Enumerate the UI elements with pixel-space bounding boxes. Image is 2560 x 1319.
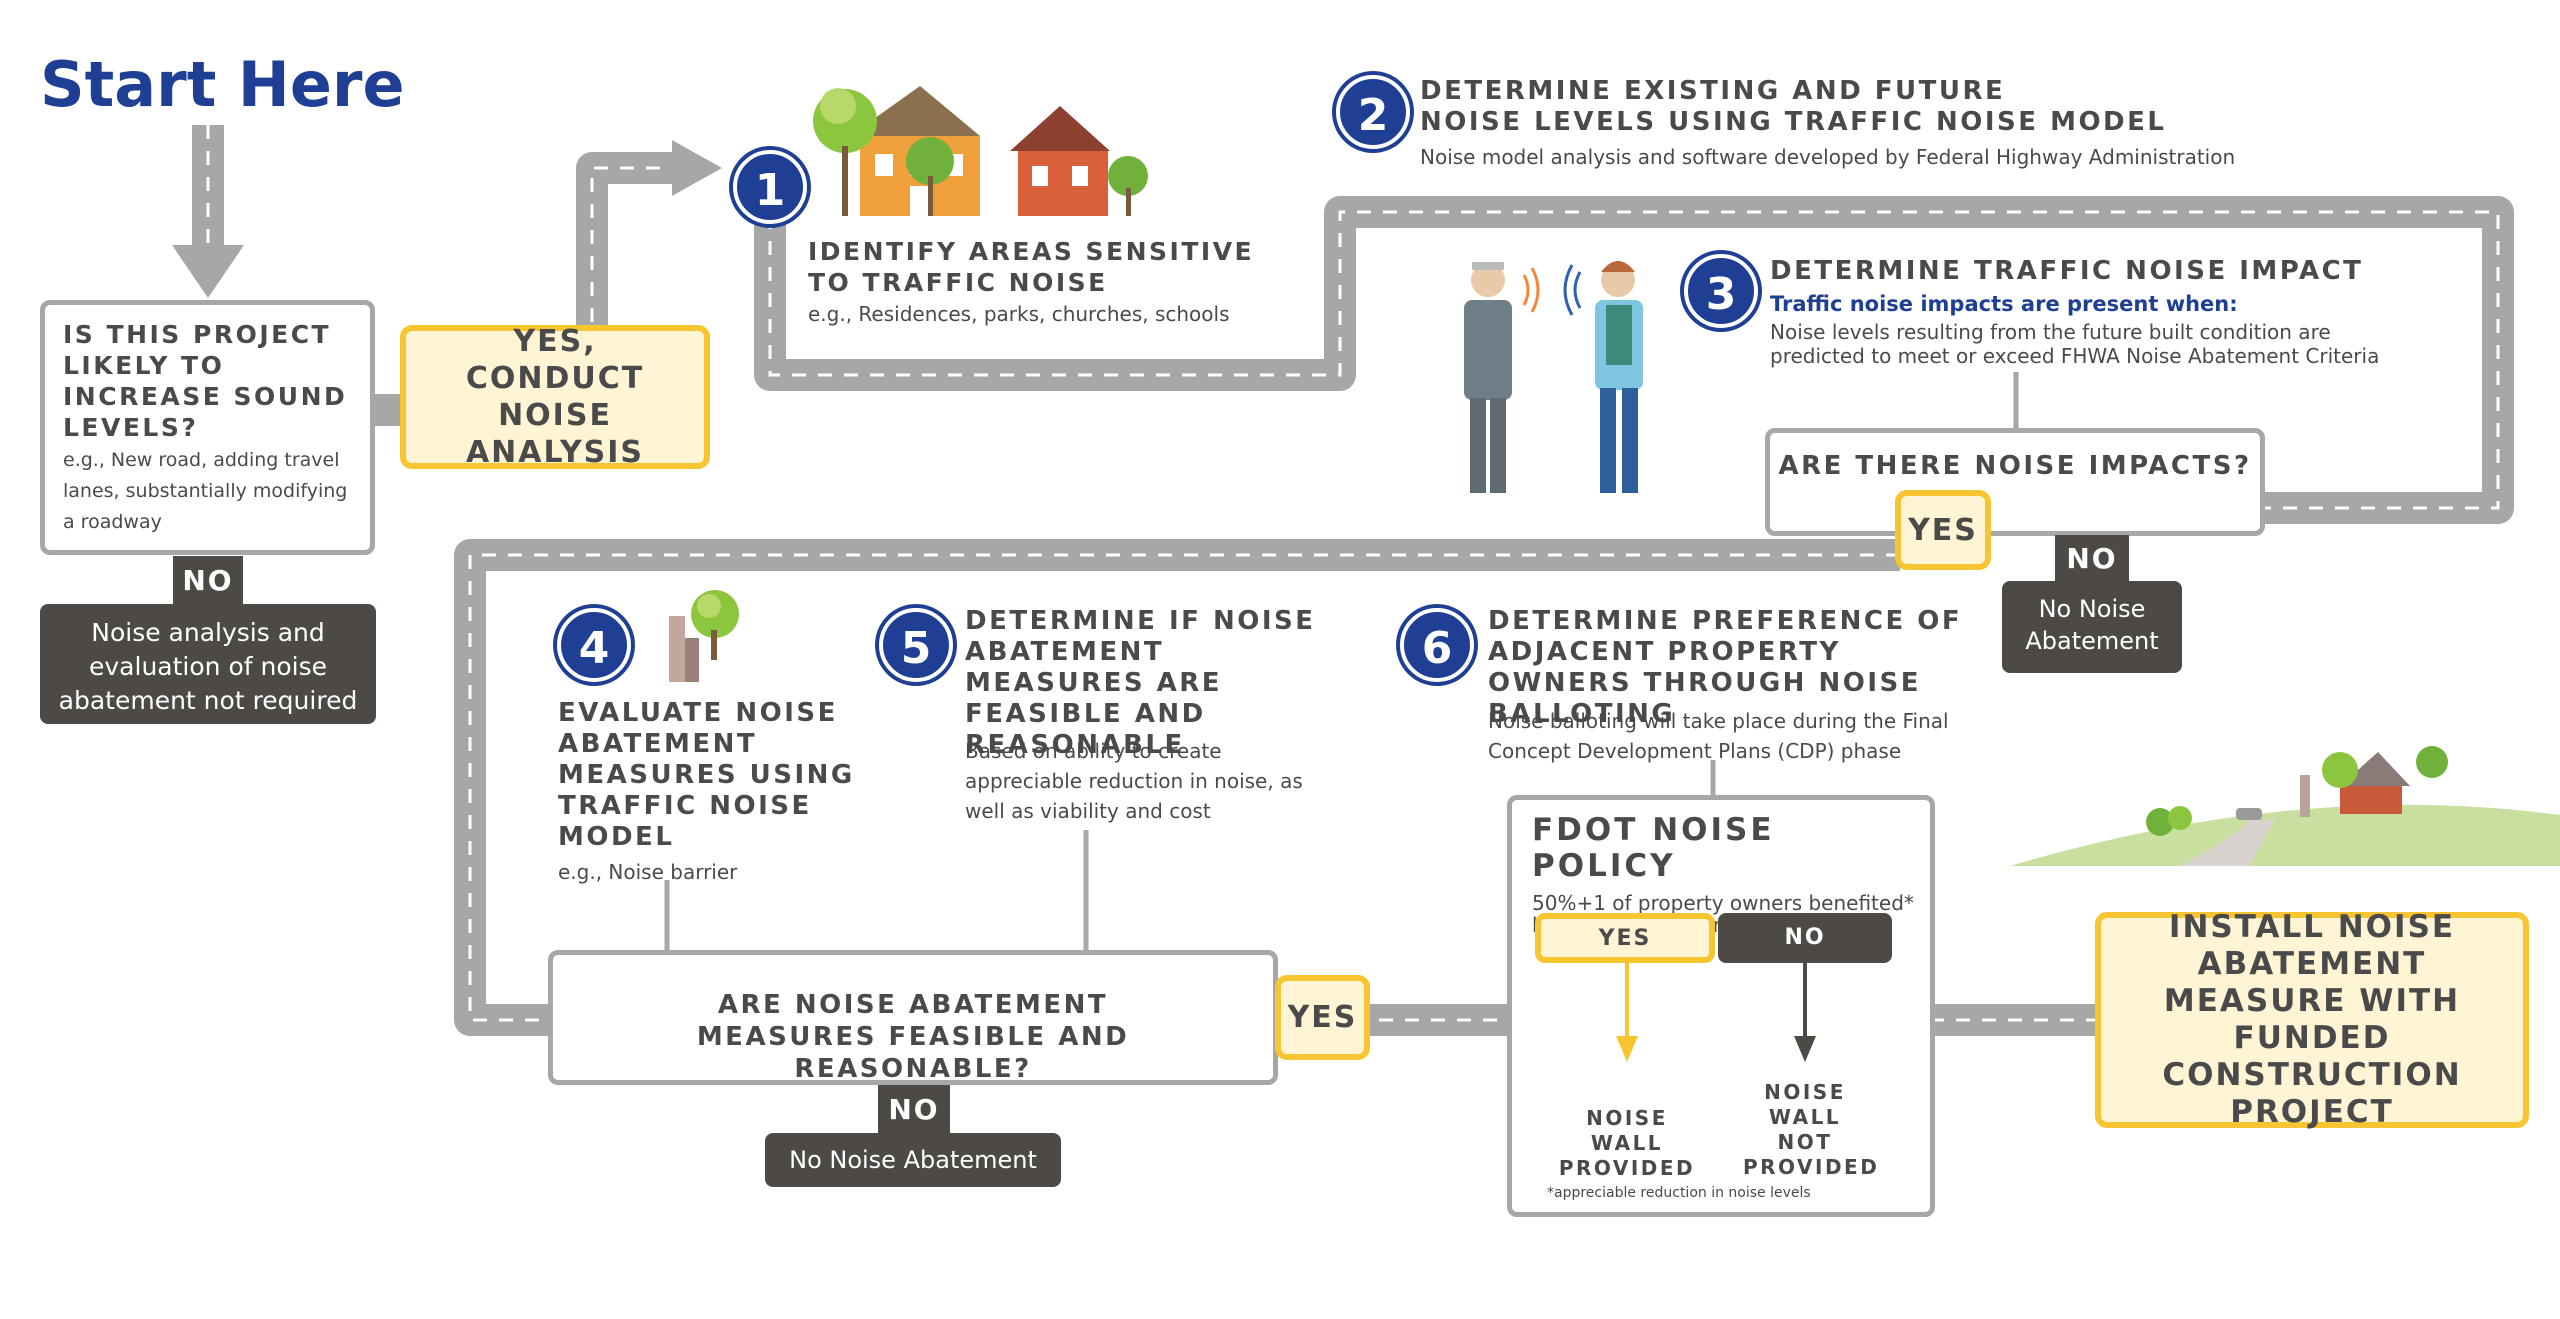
step-3-title: DETERMINE TRAFFIC NOISE IMPACT <box>1770 256 2364 286</box>
policy-yes-option: YES <box>1535 913 1715 963</box>
step-6-desc: Noise balloting will take place during t… <box>1488 709 1949 763</box>
q3-question-text: ARE NOISE ABATEMENT MEASURES FEASIBLE AN… <box>696 990 1130 1084</box>
policy-yes-result: NOISE WALL PROVIDED <box>1558 1106 1696 1180</box>
step-6-badge: 6 <box>1400 608 1474 682</box>
policy-arrows <box>1616 962 1816 1062</box>
step-5-desc: Based on ability to create appreciable r… <box>965 739 1303 823</box>
policy-no-option: NO <box>1718 913 1892 963</box>
q2-no-result: No Noise Abatement <box>2002 581 2182 673</box>
question-increase-sound: IS THIS PROJECT LIKELY TO INCREASE SOUND… <box>40 300 375 555</box>
step-5-title: DETERMINE IF NOISE ABATEMENT MEASURES AR… <box>965 606 1316 760</box>
question-example: e.g., New road, adding travel lanes, sub… <box>63 449 348 533</box>
q1-yes-box: YES, CONDUCT NOISE ANALYSIS <box>400 324 710 470</box>
policy-footnote: *appreciable reduction in noise levels <box>1547 1185 1811 1201</box>
step-2-title-line2: NOISE LEVELS USING TRAFFIC NOISE MODEL <box>1420 107 2167 137</box>
hill-scene <box>2010 746 2560 866</box>
final-install-box: INSTALL NOISE ABATEMENT MEASURE WITH FUN… <box>2095 909 2529 1130</box>
step-4-title: EVALUATE NOISE ABATEMENT MEASURES USING … <box>558 698 855 852</box>
q1-no-result: Noise analysis and evaluation of noise a… <box>40 604 376 724</box>
step-3-badge: 3 <box>1684 254 1758 328</box>
people-illustration <box>1464 261 1643 493</box>
step-2-desc: Noise model analysis and software develo… <box>1420 145 2236 169</box>
step-5-badge: 5 <box>879 608 953 682</box>
step-1-title: IDENTIFY AREAS SENSITIVE TO TRAFFIC NOIS… <box>808 237 1255 297</box>
q3-no-result: No Noise Abatement <box>765 1133 1061 1187</box>
step-1-desc: e.g., Residences, parks, churches, schoo… <box>808 302 1230 326</box>
question-noise-impacts: ARE THERE NOISE IMPACTS? <box>1765 428 2265 536</box>
q3-no-tag: NO <box>878 1085 950 1135</box>
step-3-subtitle: Traffic noise impacts are present when: <box>1770 292 2238 316</box>
step-4-desc: e.g., Noise barrier <box>558 860 738 884</box>
step-2-title-line1: DETERMINE EXISTING AND FUTURE <box>1420 76 2006 106</box>
question-feasible-reasonable: ARE NOISE ABATEMENT MEASURES FEASIBLE AN… <box>548 950 1278 1085</box>
step-3-desc: Noise levels resulting from the future b… <box>1770 320 2380 368</box>
policy-title: FDOT NOISE POLICY <box>1532 812 1775 884</box>
step-1-badge: 1 <box>733 150 807 224</box>
q2-yes-box: YES <box>1895 490 1991 570</box>
q2-question-text: ARE THERE NOISE IMPACTS? <box>1778 451 2252 481</box>
policy-no-result: NOISE WALL NOT PROVIDED <box>1743 1080 1880 1179</box>
noise-barrier-icon <box>669 590 739 682</box>
step-6-title: DETERMINE PREFERENCE OF ADJACENT PROPERT… <box>1488 606 1963 729</box>
q3-yes-box: YES <box>1275 975 1370 1060</box>
step-4-badge: 4 <box>557 608 631 682</box>
q2-no-tag: NO <box>2055 535 2129 583</box>
start-here-title: Start Here <box>40 48 405 121</box>
fdot-noise-policy-box: FDOT NOISE POLICY 50%+1 of property owne… <box>1507 795 1935 1217</box>
houses-illustration <box>813 86 1148 216</box>
question-text: IS THIS PROJECT LIKELY TO INCREASE SOUND… <box>63 320 348 442</box>
step-2-badge: 2 <box>1336 75 1410 149</box>
q1-no-tag: NO <box>173 556 243 606</box>
